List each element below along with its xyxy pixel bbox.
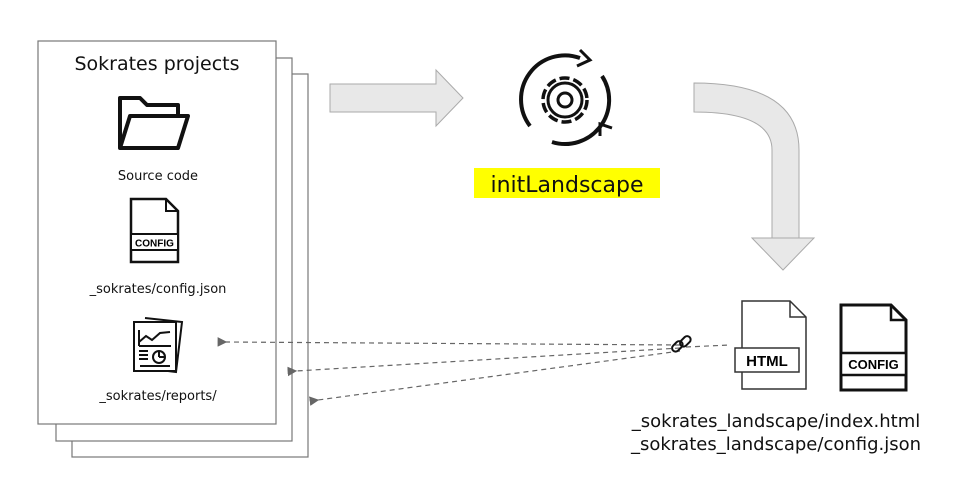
source-code-label: Source code [118, 169, 198, 184]
projects-title: Sokrates projects [74, 53, 239, 75]
dashed-link-lines [217, 337, 731, 406]
landscape-config-label: _sokrates_landscape/config.json [630, 434, 921, 455]
config-file-icon: CONFIG [129, 197, 180, 264]
link-icon [671, 335, 692, 353]
html-file-icon: HTML [734, 300, 807, 390]
svg-text:CONFIG: CONFIG [135, 239, 174, 250]
right-arrow [329, 68, 464, 128]
config-json-label: _sokrates/config.json [89, 282, 227, 297]
gear-refresh-icon [519, 48, 613, 146]
svg-text:HTML: HTML [746, 353, 788, 370]
reports-label: _sokrates/reports/ [98, 389, 217, 404]
index-html-label: _sokrates_landscape/index.html [631, 411, 920, 432]
svg-text:CONFIG: CONFIG [848, 357, 899, 372]
folder-icon [118, 96, 190, 150]
reports-icon [133, 317, 184, 374]
init-landscape-highlight [474, 168, 660, 198]
curved-down-arrow-shape [693, 82, 816, 271]
output-config-file-icon: CONFIG [839, 303, 908, 392]
init-landscape-label: initLandscape [491, 173, 644, 198]
